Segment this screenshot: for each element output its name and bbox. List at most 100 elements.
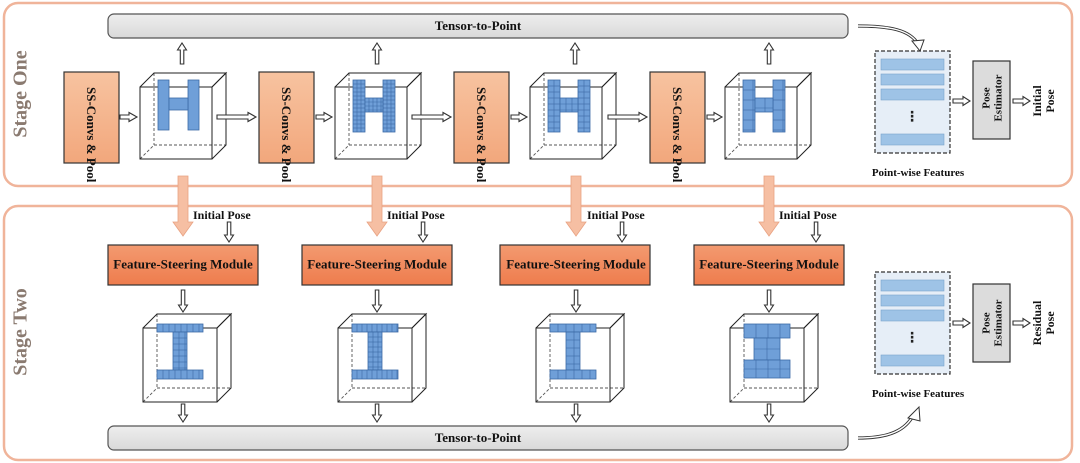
fsm-block-2 [301,244,453,286]
stage-one-border [2,1,1074,188]
stage-one-voxel-cube-3-front-face [529,86,603,160]
i-voxel-bottom [156,369,204,380]
h-voxel-bar [168,97,189,111]
tensor-to-point-bottom-label: Tensor-to-Point [434,430,522,445]
stage-two-label: Stage Two [9,288,32,376]
fsm-block-4 [693,244,845,286]
fsm-block-3 [499,244,651,286]
i-voxel-top [351,323,399,333]
initial-pose-arrow-1 [223,221,235,244]
i-voxel-bottom [351,369,399,380]
stage-transfer-arrow-1 [172,175,194,237]
point-wise-features-panel-top-bar [880,133,945,146]
stage-two-voxel-cube-1-side-face [216,312,232,403]
stage-one-label: Stage One [9,50,32,138]
point-wise-features-panel-top-bar [880,73,945,86]
point-wise-features-panel-bottom-bar [880,294,945,307]
stage-one-flow-arrow-1 [119,111,139,123]
x-voxel-top [743,323,791,339]
fsm-to-voxel-arrow-1 [177,289,189,314]
i-voxel-top [156,323,204,333]
stage-one-voxel-cube-2-top-face [334,72,423,88]
curved-arrow-top-head [911,39,925,53]
stage-transfer-arrow-2 [366,175,388,237]
stage-two-voxel-cube-2-hidden-edge [337,387,353,403]
initial-pose-arrow-3 [616,221,628,244]
fsm-block-1 [107,244,259,286]
i-voxel-top [549,323,597,333]
i-voxel-stem [367,331,383,371]
curved-arrow-bottom-head [907,405,921,422]
stage-one-voxel-cube-3-top-face [529,72,618,88]
stage-one-voxel-cube-4-hidden-edge [724,144,740,160]
to-tensor-arrow-1 [176,41,188,65]
features-to-estimator-arrow-top [952,95,972,107]
tensor-to-point-bar-bottom [107,425,849,451]
h-voxel-bar [559,97,579,113]
residual-pose-output: Residual Pose [1029,300,1057,346]
stage-one-voxel-cube-2-hidden-edge [334,144,350,160]
stage-one-voxel-cube-4-front-face [724,86,798,160]
point-wise-features-panel-top-bar [880,88,945,101]
stage-two-voxel-cube-4-hidden-edge [729,387,745,403]
stage-one-voxel-cube-2-front-face [334,86,408,160]
features-to-estimator-arrow-bottom [952,317,972,329]
stage-two-voxel-cube-1-hidden-edge [142,387,158,403]
to-tensor-arrow-3 [569,41,581,65]
stage-one-voxel-cube-1-hidden-edge [139,144,155,160]
ss-convs-block-3 [453,71,510,164]
initial-pose-arrow-2 [417,221,429,244]
fsm-to-voxel-arrow-3 [570,289,582,314]
ss-convs-label-2: SS-Convs & Pool [279,87,294,183]
fsm-label-2: Feature-Steering Module [307,256,447,272]
stage-transfer-arrow-3 [565,175,587,237]
stage-one-flow-arrow-6 [607,111,649,123]
stage-one-voxel-cube-3-hidden-edge [529,144,545,160]
point-wise-features-panel-bottom-bar [880,354,945,367]
estimator-to-output-arrow-bottom [1012,317,1032,329]
stage-one-voxel-cube-1-side-face [211,71,227,160]
pose-estimator-label-bottom: Pose Estimator [980,299,1004,347]
i-voxel-bottom [549,369,597,380]
ss-convs-label-1: SS-Convs & Pool [84,87,99,183]
stage-one-voxel-cube-4-top-face [724,72,813,88]
stage-one-flow-arrow-3 [315,111,334,123]
fsm-label-1: Feature-Steering Module [113,256,253,272]
voxel-to-tensor-arrow-1 [177,403,189,424]
h-voxel-bar [754,97,774,113]
ss-convs-label-4: SS-Convs & Pool [670,87,685,183]
stage-two-voxel-cube-2-side-face [411,312,427,403]
fsm-to-voxel-arrow-4 [763,289,775,314]
to-tensor-arrow-4 [763,41,775,65]
voxel-to-tensor-arrow-3 [570,403,582,424]
initial-pose-label-3: Initial Pose [587,208,645,222]
ss-convs-block-4 [649,71,706,164]
point-wise-features-panel-bottom-bar [880,309,945,322]
stage-two-voxel-cube-3-hidden-edge [535,387,551,403]
stage-one-flow-arrow-2 [216,111,258,123]
pose-estimator-label-top: Pose Estimator [980,74,1004,122]
stage-one-voxel-cube-1-top-face [139,72,228,88]
h-voxel-bar [364,97,384,113]
stage-transfer-arrow-4 [758,175,780,237]
initial-pose-label-1: Initial Pose [193,208,251,222]
pose-estimator-box-bottom [972,283,1011,363]
point-wise-features-label-bottom: Point-wise Features [871,388,965,400]
stage-one-flow-arrow-4 [411,111,453,123]
estimator-to-output-arrow-top [1012,95,1032,107]
point-wise-features-label-top: Point-wise Features [871,167,965,179]
ss-convs-label-3: SS-Convs & Pool [474,87,489,183]
stage-two-voxel-cube-4-side-face [803,312,819,403]
initial-pose-label-4: Initial Pose [779,208,837,222]
initial-pose-arrow-4 [810,221,822,244]
stage-one-voxel-cube-1-front-face [139,86,213,160]
tensor-to-point-bar-top [107,13,849,39]
initial-pose-output: Initial Pose [1029,85,1057,117]
stage-two-voxel-cube-3-side-face [609,312,625,403]
point-wise-features-panel-bottom-bar [880,279,945,292]
fsm-label-3: Feature-Steering Module [506,256,646,272]
to-tensor-arrow-2 [371,41,383,65]
tensor-to-point-top-label: Tensor-to-Point [434,18,522,33]
